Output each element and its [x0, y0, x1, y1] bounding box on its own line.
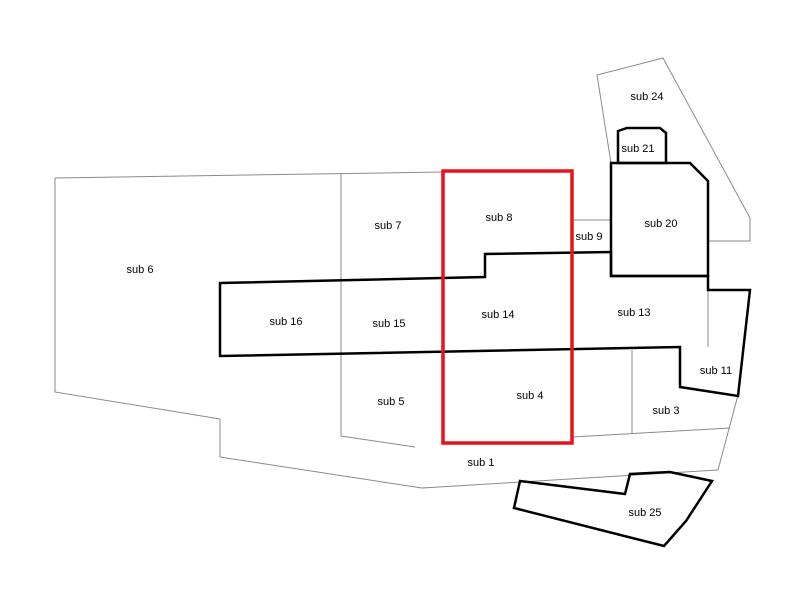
boundary-north-sub6: [54, 171, 444, 179]
highlight-outline: [441, 169, 574, 445]
parcel-label-sub11: sub 11: [700, 365, 732, 377]
parcel-label-sub25: sub 25: [628, 507, 661, 519]
boundary-sub6-outer: [54, 178, 221, 420]
parcel-label-sub5: sub 5: [378, 396, 405, 408]
parcel-label-sub20: sub 20: [644, 218, 677, 230]
boundary-sub21: [616, 126, 668, 165]
parcel-label-sub24: sub 24: [630, 91, 663, 103]
parcel-label-sub8: sub 8: [486, 212, 513, 224]
thin-boundaries: [54, 57, 751, 489]
parcel-label-sub1: sub 1: [468, 457, 495, 469]
boundary-sub20: [609, 161, 710, 278]
parcel-label-sub16: sub 16: [269, 316, 302, 328]
boundary-sub5-south: [340, 435, 416, 448]
parcel-label-sub6: sub 6: [127, 264, 154, 276]
parcel-labels: sub 24 sub 21 sub 20 sub 9 sub 8 sub 7 s…: [127, 91, 733, 519]
parcel-label-sub7: sub 7: [375, 220, 402, 232]
boundary-sub24: [596, 57, 751, 242]
boundary-east-edge: [717, 394, 739, 471]
parcel-label-sub3: sub 3: [653, 405, 680, 417]
parcel-label-sub21: sub 21: [621, 143, 654, 155]
boundary-sub1-north: [571, 427, 731, 438]
parcel-label-sub14: sub 14: [481, 309, 514, 321]
boundary-sub1-south: [219, 456, 423, 489]
parcel-label-sub4: sub 4: [517, 390, 544, 402]
parcel-label-sub9: sub 9: [576, 231, 603, 243]
parcel-label-sub13: sub 13: [617, 307, 650, 319]
boundary-sub25: [512, 470, 715, 548]
thick-boundaries: [218, 126, 752, 548]
parcel-label-sub15: sub 15: [372, 318, 405, 330]
boundary-corridor-sub16-sub14: [218, 250, 752, 398]
